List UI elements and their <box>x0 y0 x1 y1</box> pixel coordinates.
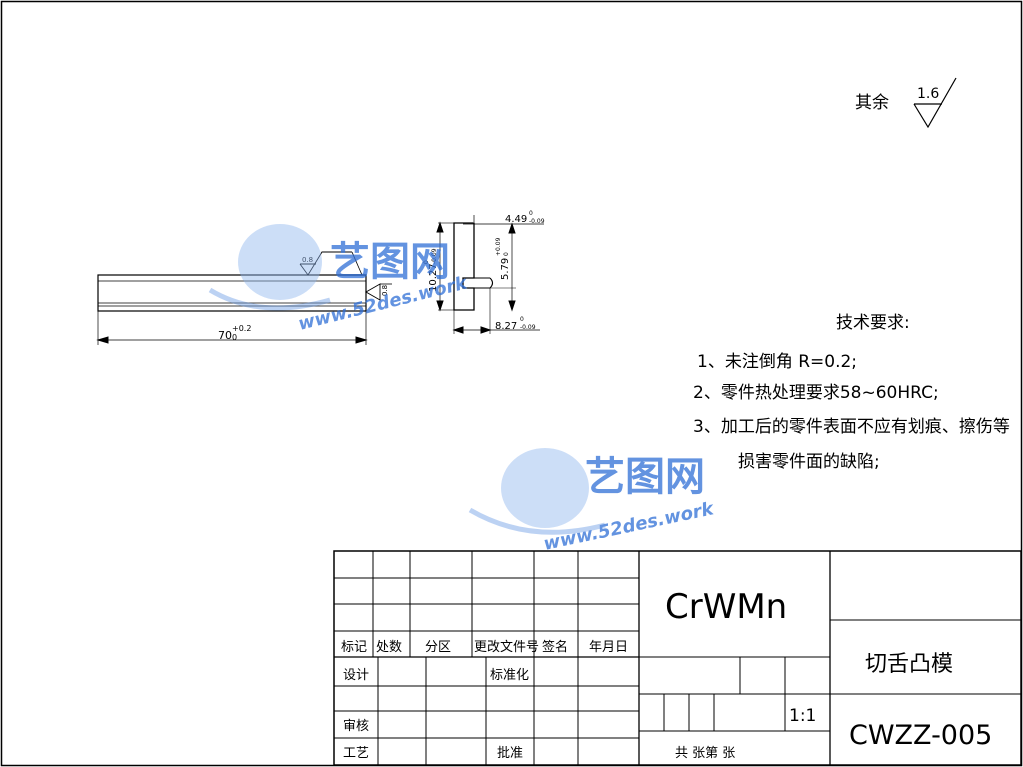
bottom-width-tol-upper: 0 <box>520 316 524 323</box>
length-arrow-right <box>355 336 368 344</box>
surface-mark-1-text: 0.8 <box>302 256 313 264</box>
top-width-tol-upper: 0 <box>529 210 533 217</box>
title-block-labels: 标记 处数 分区 更改文件号 签名 年月日 设计 标准化 审核 工艺 批准 <box>341 639 628 761</box>
label-standardize: 标准化 <box>490 668 529 683</box>
side-view <box>96 251 392 345</box>
surface-mark-1-symbol <box>299 251 352 276</box>
profile-outline <box>453 222 475 311</box>
title-block-frame <box>333 550 1022 766</box>
roughness-symbol <box>913 77 957 129</box>
title-block <box>333 550 1022 766</box>
bar-outline <box>97 274 367 312</box>
length-arrow-left <box>96 336 109 344</box>
tech-requirements: 技术要求: 1、未注倒角 R=0.2; 2、零件热处理要求58~60HRC; 3… <box>693 313 1010 472</box>
tech-req-item-1: 1、未注倒角 R=0.2; <box>697 352 857 372</box>
tech-req-title: 技术要求: <box>836 313 910 333</box>
roughness-note: 其余 1.6 <box>855 77 957 129</box>
slot-height-tol-lower: 0 <box>503 252 510 256</box>
bottom-width-text: 8.27 <box>495 321 517 332</box>
label-mark: 标记 <box>341 640 367 655</box>
top-width-tol-lower: -0.09 <box>529 218 545 225</box>
roughness-label: 其余 <box>855 93 889 113</box>
bottom-width-arrow-right <box>480 326 492 334</box>
label-review: 审核 <box>343 719 369 734</box>
length-tol-upper: +0.2 <box>232 324 251 333</box>
tech-req-item-2: 2、零件热处理要求58~60HRC; <box>693 383 939 403</box>
label-process: 工艺 <box>343 746 369 761</box>
surface-mark-1-leader <box>351 251 363 276</box>
profile-view <box>436 215 544 334</box>
height-arrow-bottom <box>436 300 444 312</box>
label-sign: 签名 <box>542 639 568 655</box>
slot-arrow-top <box>508 222 516 234</box>
length-tol-lower: 0 <box>232 333 237 342</box>
label-zone: 分区 <box>425 640 451 655</box>
surface-mark-2-text: 0.8 <box>381 285 389 296</box>
watermark-brand: 艺图网 <box>330 239 450 285</box>
watermark-swoosh <box>208 287 331 311</box>
roughness-value: 1.6 <box>917 86 939 102</box>
tech-req-item-3: 3、加工后的零件表面不应有划痕、擦伤等 <box>693 417 1010 437</box>
drawing-number-text: CWZZ-005 <box>849 720 992 751</box>
tech-req-item-4: 损害零件面的缺陷; <box>738 452 880 472</box>
material-text: CrWMn <box>665 587 787 627</box>
sheet-count-text: 共 张第 张 <box>675 746 735 761</box>
watermark-globe-icon <box>238 224 322 300</box>
watermark-2: 艺图网 www.52des.work <box>468 448 716 555</box>
surface-mark-2-symbol <box>365 283 381 301</box>
watermark-globe-icon-2 <box>501 448 589 528</box>
label-design: 设计 <box>343 668 369 683</box>
top-width-text: 4.49 <box>505 214 527 225</box>
slot-height-text: 5.79 <box>500 258 511 280</box>
slot-arrow-bottom <box>508 300 516 312</box>
label-approve: 批准 <box>497 746 523 761</box>
bottom-width-tol-lower: -0.09 <box>520 324 536 331</box>
watermark-swoosh-2 <box>468 507 606 535</box>
height-tol-upper: 0 <box>423 260 430 264</box>
watermark-brand-2: 艺图网 <box>585 454 705 500</box>
watermark-1: 艺图网 www.52des.work <box>208 224 470 335</box>
part-name-text: 切舌凸模 <box>865 652 953 677</box>
profile-slot <box>474 277 494 289</box>
height-tol-lower: -0.09 <box>431 248 438 264</box>
scale-text: 1:1 <box>789 706 816 726</box>
height-text: 10.27 <box>428 263 439 292</box>
height-arrow-top <box>436 221 444 233</box>
length-dim-text: 70 <box>218 329 232 342</box>
bottom-width-arrow-left <box>452 326 464 334</box>
label-date: 年月日 <box>589 640 628 655</box>
label-count: 处数 <box>376 640 402 655</box>
slot-height-tol-upper: +0.09 <box>495 237 502 256</box>
label-change-doc: 更改文件号 <box>474 640 539 655</box>
